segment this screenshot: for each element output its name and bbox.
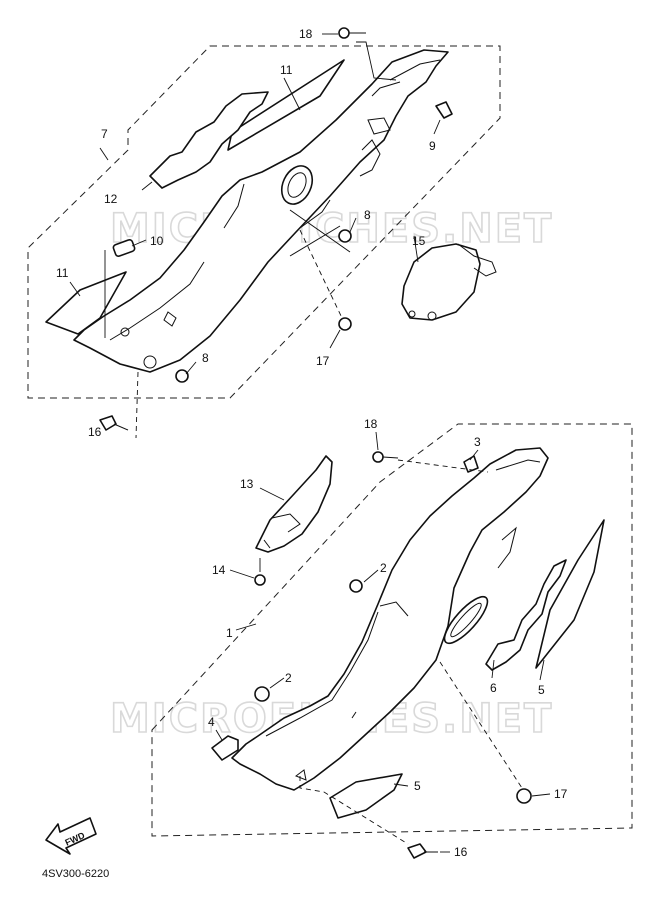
- bolt-16-lower: [407, 843, 427, 859]
- decal-11-upper: [227, 59, 345, 151]
- callout-16-lower: 16: [454, 845, 468, 859]
- collar-2-lower: [254, 686, 270, 702]
- callout-5-right: 5: [538, 683, 545, 697]
- callout-10: 10: [150, 234, 164, 248]
- callout-2-upper: 2: [380, 561, 387, 575]
- emblem-12: [149, 91, 269, 189]
- screw-18-upper: [338, 27, 350, 39]
- bolt-17-lower: [516, 788, 532, 804]
- damper-4: [211, 735, 239, 761]
- callout-13: 13: [240, 477, 254, 491]
- callout-18-upper: 18: [299, 27, 313, 41]
- decal-11-lower: [45, 271, 127, 335]
- clip-3: [463, 455, 479, 473]
- callout-12: 12: [104, 192, 118, 206]
- emblem-6: [485, 559, 567, 671]
- callout-16-upper: 16: [88, 425, 102, 439]
- fwd-arrow-icon: FWD: [45, 817, 97, 855]
- collar-8-lower: [175, 369, 189, 383]
- lower-side-cover: [231, 447, 549, 791]
- damper-10: [112, 238, 136, 258]
- callout-14: 14: [212, 563, 226, 577]
- callout-1: 1: [226, 626, 233, 640]
- assembly-7-boundary: [27, 45, 501, 399]
- callout-17-upper: 17: [316, 354, 330, 368]
- screw-18-lower: [372, 451, 384, 463]
- callout-15: 15: [412, 234, 426, 248]
- callout-11-lower: 11: [56, 266, 69, 280]
- callout-11-upper: 11: [280, 63, 293, 77]
- bolt-16-upper: [99, 415, 117, 431]
- decal-5-right: [535, 519, 605, 669]
- document-code: 4SV300-6220: [42, 868, 110, 880]
- collar-2-upper: [349, 579, 363, 593]
- screw-14: [254, 574, 266, 586]
- callout-8-upper: 8: [364, 208, 371, 222]
- callout-17-lower: 17: [554, 787, 568, 801]
- upper-side-cover: [73, 49, 449, 373]
- clip-9: [435, 101, 453, 119]
- callout-4: 4: [208, 715, 215, 729]
- callout-3: 3: [474, 435, 481, 449]
- decal-5-lower: [329, 773, 403, 819]
- callout-18-lower: 18: [364, 417, 378, 431]
- cover-15: [401, 243, 481, 321]
- assembly-1-boundary: [151, 423, 633, 837]
- collar-8-upper: [338, 229, 352, 243]
- callout-2-lower: 2: [285, 671, 292, 685]
- callout-6: 6: [490, 681, 497, 695]
- callout-9: 9: [429, 139, 436, 153]
- bolt-17-upper: [338, 317, 352, 331]
- callout-7: 7: [101, 127, 108, 141]
- callout-5-lower: 5: [414, 779, 421, 793]
- watermark-top: MICROFICHES.NET: [110, 206, 553, 252]
- callout-8-lower: 8: [202, 351, 209, 365]
- cover-13: [255, 455, 333, 553]
